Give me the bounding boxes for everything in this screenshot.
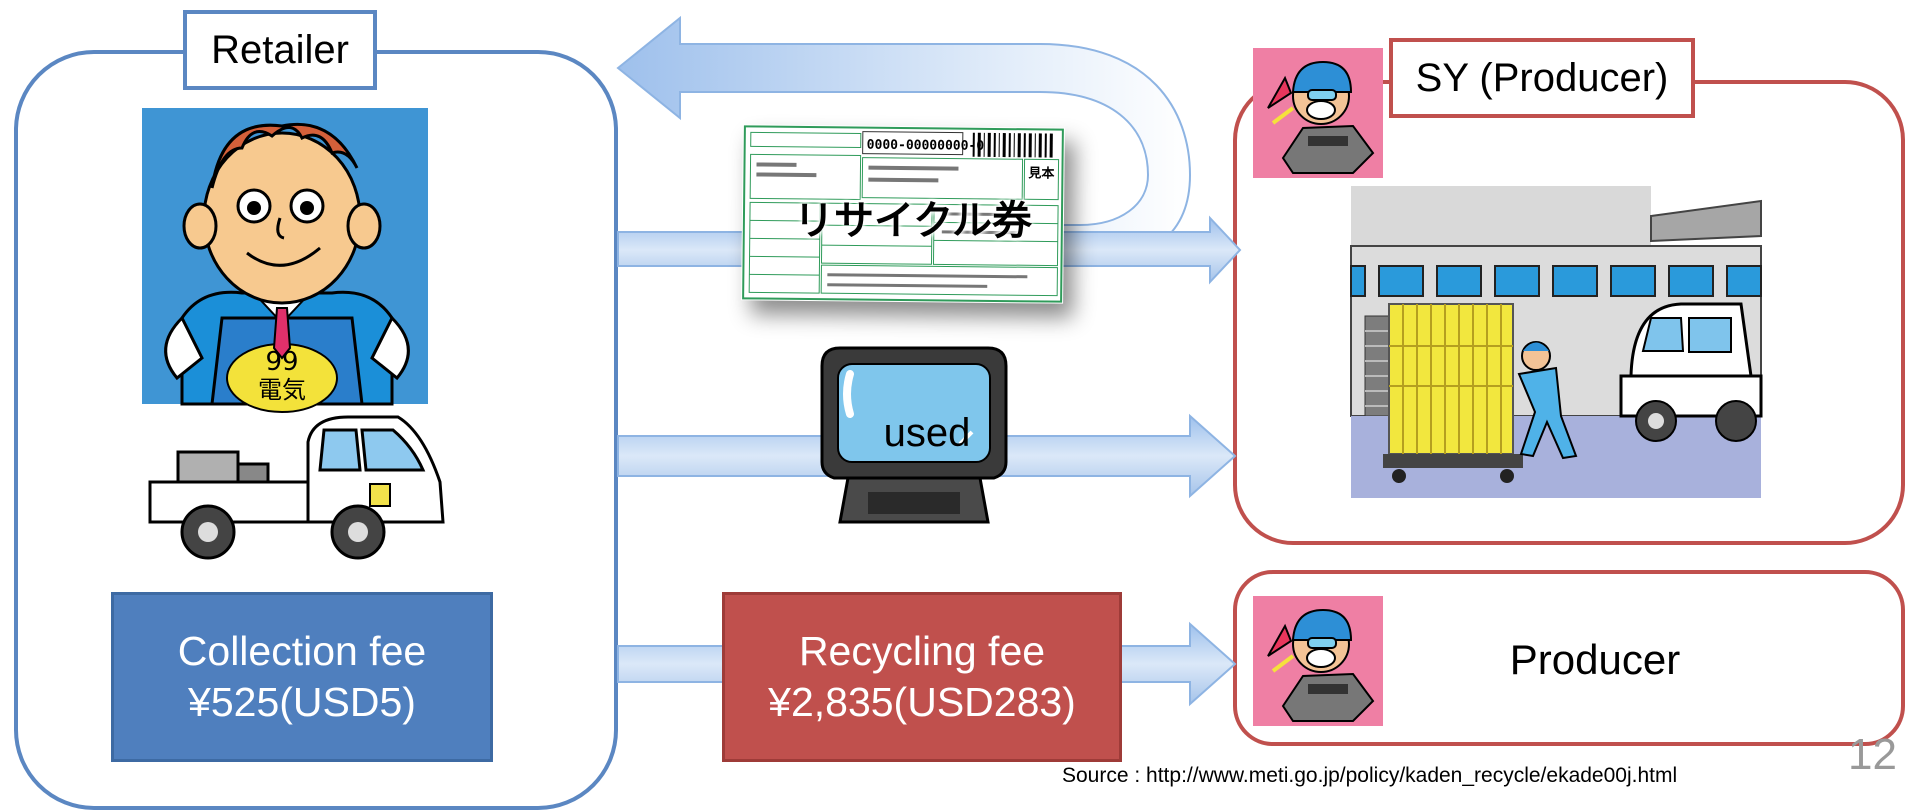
- producer-worker-icon: [1253, 596, 1383, 726]
- page-number: 12: [1848, 730, 1897, 779]
- collection-fee-amount: ¥525(USD5): [188, 679, 416, 725]
- used-tv-illustration: [820, 346, 1008, 524]
- recycle-ticket-graphic: 0000-00000000-0 見本: [742, 125, 1064, 303]
- retailer-truck-illustration: [148, 415, 445, 560]
- retailer-label: Retailer: [183, 10, 377, 90]
- ticket-stamp: 見本: [1027, 165, 1054, 181]
- factory-illustration: [1350, 186, 1763, 498]
- ticket-number: 0000-00000000-0: [867, 138, 985, 154]
- sy-producer-label: SY (Producer): [1389, 38, 1695, 118]
- recycling-fee-title: Recycling fee: [798, 627, 1046, 674]
- collection-fee-title: Collection fee: [177, 627, 427, 674]
- collection-fee-box: Collection fee ¥525(USD5): [111, 592, 493, 762]
- svg-text:電気: 電気: [258, 376, 306, 404]
- recycling-fee-amount: ¥2,835(USD283): [768, 679, 1076, 725]
- recycle-ticket: 0000-00000000-0 見本: [741, 124, 1065, 304]
- recycling-fee-box: Recycling fee ¥2,835(USD283): [722, 592, 1122, 762]
- worker-icon: [1253, 48, 1383, 178]
- retailer-clerk-illustration: 99 電気: [142, 108, 428, 413]
- producer-label: Producer: [1509, 636, 1681, 683]
- source-citation: Source : http://www.meti.go.jp/policy/ka…: [1062, 764, 1678, 787]
- ticket-title: リサイクル券: [794, 198, 1032, 244]
- used-tv-label: used: [883, 410, 971, 455]
